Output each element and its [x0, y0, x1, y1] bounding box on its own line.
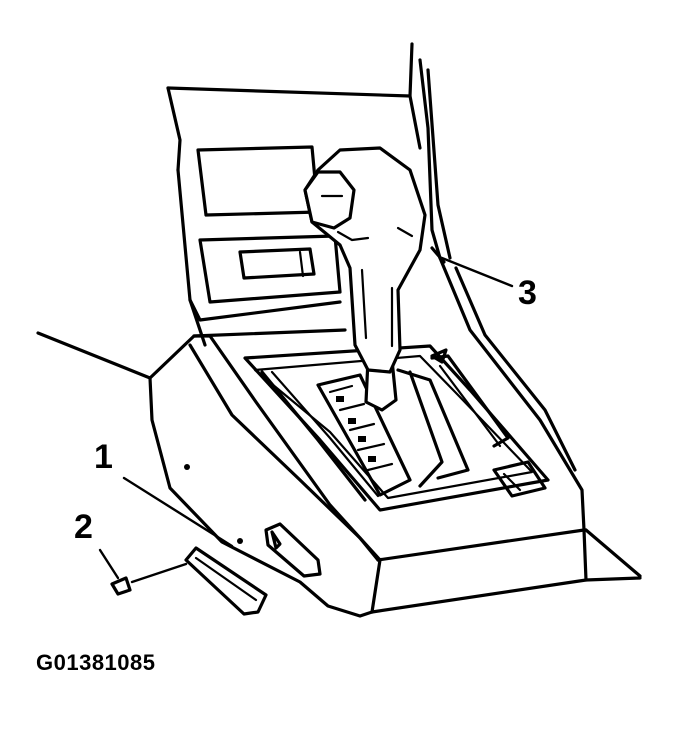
leader-1 [122, 476, 234, 548]
callout-3: 3 [518, 274, 537, 312]
leader-lines [98, 256, 514, 584]
trim-cover [184, 464, 322, 616]
screw [110, 576, 132, 596]
console-housing [36, 256, 642, 618]
figure-code: G01381085 [36, 650, 156, 675]
shift-indicator-gate [316, 348, 547, 498]
leader-2 [98, 548, 120, 580]
dash-bezel [166, 42, 452, 347]
shift-knob [303, 146, 446, 412]
leader-3 [440, 256, 514, 288]
callout-2: 2 [74, 508, 93, 546]
leader-2b [130, 562, 188, 584]
callout-1: 1 [94, 438, 113, 476]
